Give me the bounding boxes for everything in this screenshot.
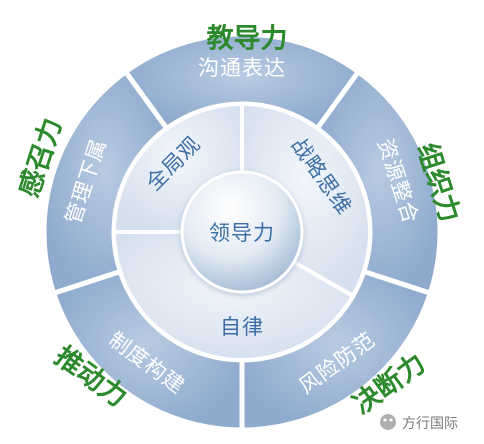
outer-label-1: 教导力 bbox=[207, 24, 288, 55]
watermark: 方行国际 bbox=[380, 414, 458, 432]
ring-label-1: 沟通表达 bbox=[198, 56, 286, 80]
wechat-icon-eye-left bbox=[383, 418, 387, 422]
center-label: 领导力 bbox=[209, 221, 275, 245]
wechat-icon-eye-right bbox=[389, 418, 393, 422]
inner-label-3: 自律 bbox=[220, 315, 264, 339]
wechat-icon bbox=[380, 414, 396, 430]
center-sphere bbox=[180, 170, 304, 294]
watermark-text: 方行国际 bbox=[402, 416, 458, 432]
